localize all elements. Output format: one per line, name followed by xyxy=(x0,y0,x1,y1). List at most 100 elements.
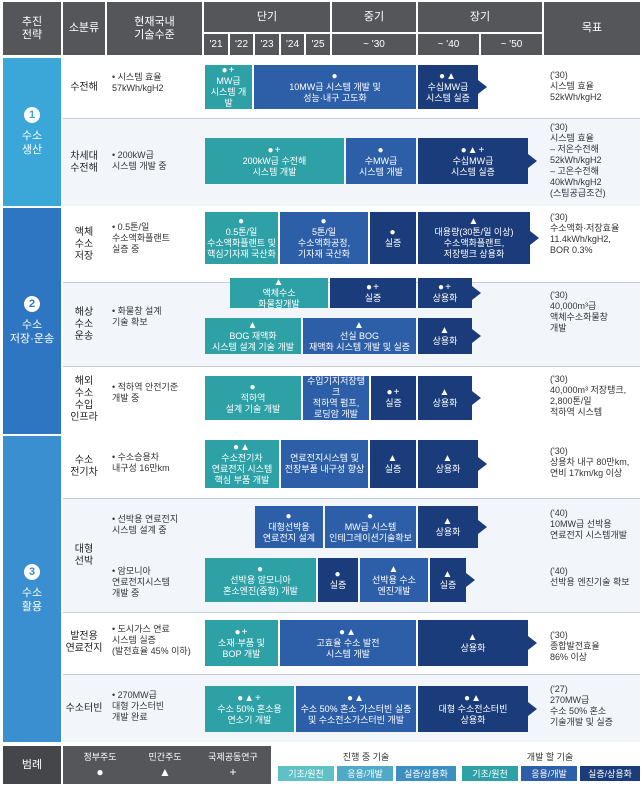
roadmap-bar: ▲액체수소 화물창개발 xyxy=(230,276,328,309)
roadmap-bar: 연료전지시스템 및 전장부품 내구성 향상 xyxy=(281,440,368,488)
roadmap-bar: ●0.5톤/일 수소액화플랜트 및 핵심기자재 국산화 xyxy=(205,212,278,264)
current-level: • 수소승용차 내구성 16만km xyxy=(112,452,170,473)
legend-chip-todo-applied: 응용/개발 xyxy=(521,766,577,781)
goal-text: ('27) 270MW급 수소 50% 혼소 기술개발 및 실증 xyxy=(550,684,613,727)
roadmap-bar: ●선박용 암모니아 혼소엔진(중형) 개발 xyxy=(205,558,316,602)
goal-text: ('40) 10MW급 선박용 연료전지 시스템개발 xyxy=(550,508,628,540)
legend-title: 범례 xyxy=(3,746,61,784)
roadmap-bar: ●▲수소 50% 혼소 가스터빈 실증 및 수소전소가스터빈 개발 xyxy=(296,686,416,732)
current-text: 선박용 연료전지 시스템 설계 중 xyxy=(112,514,179,535)
section-number: 2 xyxy=(24,296,40,312)
current-level: • 200kW급 시스템 개발 중 xyxy=(112,150,167,171)
subcategory: 수소 전기차 xyxy=(70,455,98,478)
current-text: 시스템 효율 57kWh/kgH2 xyxy=(112,72,164,93)
row-divider xyxy=(63,118,640,119)
current-level: • 시스템 효율 57kWh/kgH2 xyxy=(112,72,164,93)
current-level: • 화물창 설계 기술 확보 xyxy=(112,306,162,327)
legend-item-international: 국제공동연구 + xyxy=(198,750,268,779)
section-label: 수소 저장·운송 xyxy=(9,319,55,345)
current-text: 적하역 안전기준 개발 중 xyxy=(112,382,179,403)
goal-text: ('30) 시스템 효율 – 저온수전해 52kWh/kgH2 – 고온수전해 … xyxy=(550,122,606,198)
actor-symbol: ●+ xyxy=(234,626,249,638)
goal-text: ('30) 종합발전효율 86% 이상 xyxy=(550,630,600,662)
bar-text: 대형 수소전소터빈 상용화 xyxy=(438,703,508,725)
bar-text: 상용화 xyxy=(435,464,461,474)
roadmap-bar: ●실증 xyxy=(318,558,358,602)
bar-text: BOG 재액화 시스템 설계 기술 개발 xyxy=(211,330,295,352)
bar-text: 0.5톤/일 수소액화플랜트 및 핵심기자재 국산화 xyxy=(207,227,276,259)
header-long-term: 장기 xyxy=(418,2,542,32)
bar-text: 대형선박용 연료전지 설계 xyxy=(262,521,316,543)
roadmap-bar: ●수MW급 시스템 개발 xyxy=(346,138,416,184)
subcategory: 차세대 수전해 xyxy=(70,151,98,174)
current-text: 0.5톤/일 수소액화플랜트 실증 중 xyxy=(112,222,170,254)
bar-text: 선박용 수소 엔진개발 xyxy=(372,574,416,596)
actor-symbol: ● xyxy=(320,216,328,227)
bar-text: MW급 시스템 개발 xyxy=(210,76,247,108)
bar-text: 5톤/일 수소액화공정, 기자재 국산화 xyxy=(297,227,351,259)
legend-label: 민간주도 xyxy=(148,752,182,762)
bar-text: 상용화 xyxy=(460,643,486,653)
bar-text: 액체수소 화물창개발 xyxy=(258,287,300,309)
goal-text: ('30) 수소액화·저장효율 11.4kWh/kgH2, BOR 0.3% xyxy=(550,212,620,255)
actor-symbol: ● xyxy=(331,70,339,82)
row-divider xyxy=(63,498,640,499)
actor-symbol: ▲ xyxy=(247,319,259,331)
roadmap-bar: ●+MW급 시스템 개발 xyxy=(205,65,252,109)
legend-chip-todo-demo: 실증/상용화 xyxy=(580,766,640,781)
legend-item-government: 정부주도 ● xyxy=(70,750,130,779)
year-long-40: ~ '40 xyxy=(418,34,479,55)
year-22: '22 xyxy=(230,34,253,55)
bar-text: 수MW급 시스템 개발 xyxy=(359,155,403,177)
actor-symbol: ▲ xyxy=(354,319,365,331)
actor-symbol: ●+ xyxy=(221,65,236,76)
section-label: 수소 활용 xyxy=(21,587,43,613)
year-24: '24 xyxy=(281,34,304,55)
bar-text: 적하역 설계 기술 개발 xyxy=(225,392,281,414)
dot-icon: ● xyxy=(96,765,104,779)
row-divider xyxy=(63,612,640,613)
roadmap-bar: ▲실증 xyxy=(430,558,475,602)
actor-symbol: ● xyxy=(256,563,265,575)
roadmap-bar: ●적하역 설계 기술 개발 xyxy=(205,376,301,420)
current-text: 270MW급 대형 가스터빈 개발 완료 xyxy=(112,690,165,722)
bar-text: 상용화 xyxy=(432,293,458,303)
year-mid-30: ~ '30 xyxy=(332,34,416,55)
bar-text: 상용화 xyxy=(432,398,458,408)
actor-symbol: ▲ xyxy=(273,276,285,288)
roadmap-bar: ●10MW급 시스템 개발 및 성능·내구 고도화 xyxy=(254,65,416,109)
current-level: • 암모니아 연료전지시스템 개발 중 xyxy=(112,566,170,598)
current-text: 도시가스 연료 시스템 실증 (발전효율 45% 이하) xyxy=(112,624,191,656)
actor-symbol: ● xyxy=(377,144,385,156)
actor-symbol: ● xyxy=(389,227,397,238)
bar-text: 10MW급 시스템 개발 및 성능·내구 고도화 xyxy=(289,81,381,103)
legend-chip-ongoing-basic: 기초/원천 xyxy=(278,766,334,781)
bar-text: 상용화 xyxy=(435,527,461,537)
subcategory: 대형 선박 xyxy=(74,544,94,567)
bar-text: 고효율 수소 발전 시스템 개발 xyxy=(316,637,380,659)
roadmap-bar: ▲대용량(30톤/일 이상) 수소액화플랜트, 저장탱크 상용화 xyxy=(418,212,539,264)
actor-symbol: ● xyxy=(249,381,257,393)
section-number: 1 xyxy=(24,107,40,123)
roadmap-bar: ▲상용화 xyxy=(418,620,537,666)
actor-symbol: ●+ xyxy=(438,282,452,293)
roadmap-bar: ▲선실 BOG 재액화 시스템 개발 및 실증 xyxy=(303,318,416,354)
actor-symbol: ▲ xyxy=(468,216,480,227)
roadmap-bar: ●+200kW급 수전해 시스템 개발 xyxy=(205,138,344,184)
bar-text: 수소 50% 혼소 가스터빈 실증 및 수소전소가스터빈 개발 xyxy=(300,703,412,725)
header-goal: 목표 xyxy=(544,2,640,55)
actor-symbol: ●+ xyxy=(267,144,282,156)
actor-symbol: ▲ xyxy=(442,453,454,464)
roadmap-bar: ●▲수소전기차 연료전지 시스템 핵심 부품 개발 xyxy=(205,440,279,488)
bar-text: 실증 xyxy=(439,580,457,590)
goal-text: ('30) 40,000m³ 저장탱크, 2,800톤/일 적하역 시스템 xyxy=(550,374,627,417)
roadmap-bar: ▲실증 xyxy=(370,440,416,488)
actor-symbol: ▲ xyxy=(439,387,451,398)
current-level: • 적하역 안전기준 개발 중 xyxy=(112,382,179,403)
actor-symbol: ●+ xyxy=(386,387,401,398)
plus-icon: + xyxy=(229,765,237,779)
actor-symbol: ● xyxy=(334,569,342,580)
year-long-50: ~ '50 xyxy=(481,34,542,55)
actor-symbol: ●▲ xyxy=(339,626,357,638)
actor-symbol: ● xyxy=(366,510,375,522)
